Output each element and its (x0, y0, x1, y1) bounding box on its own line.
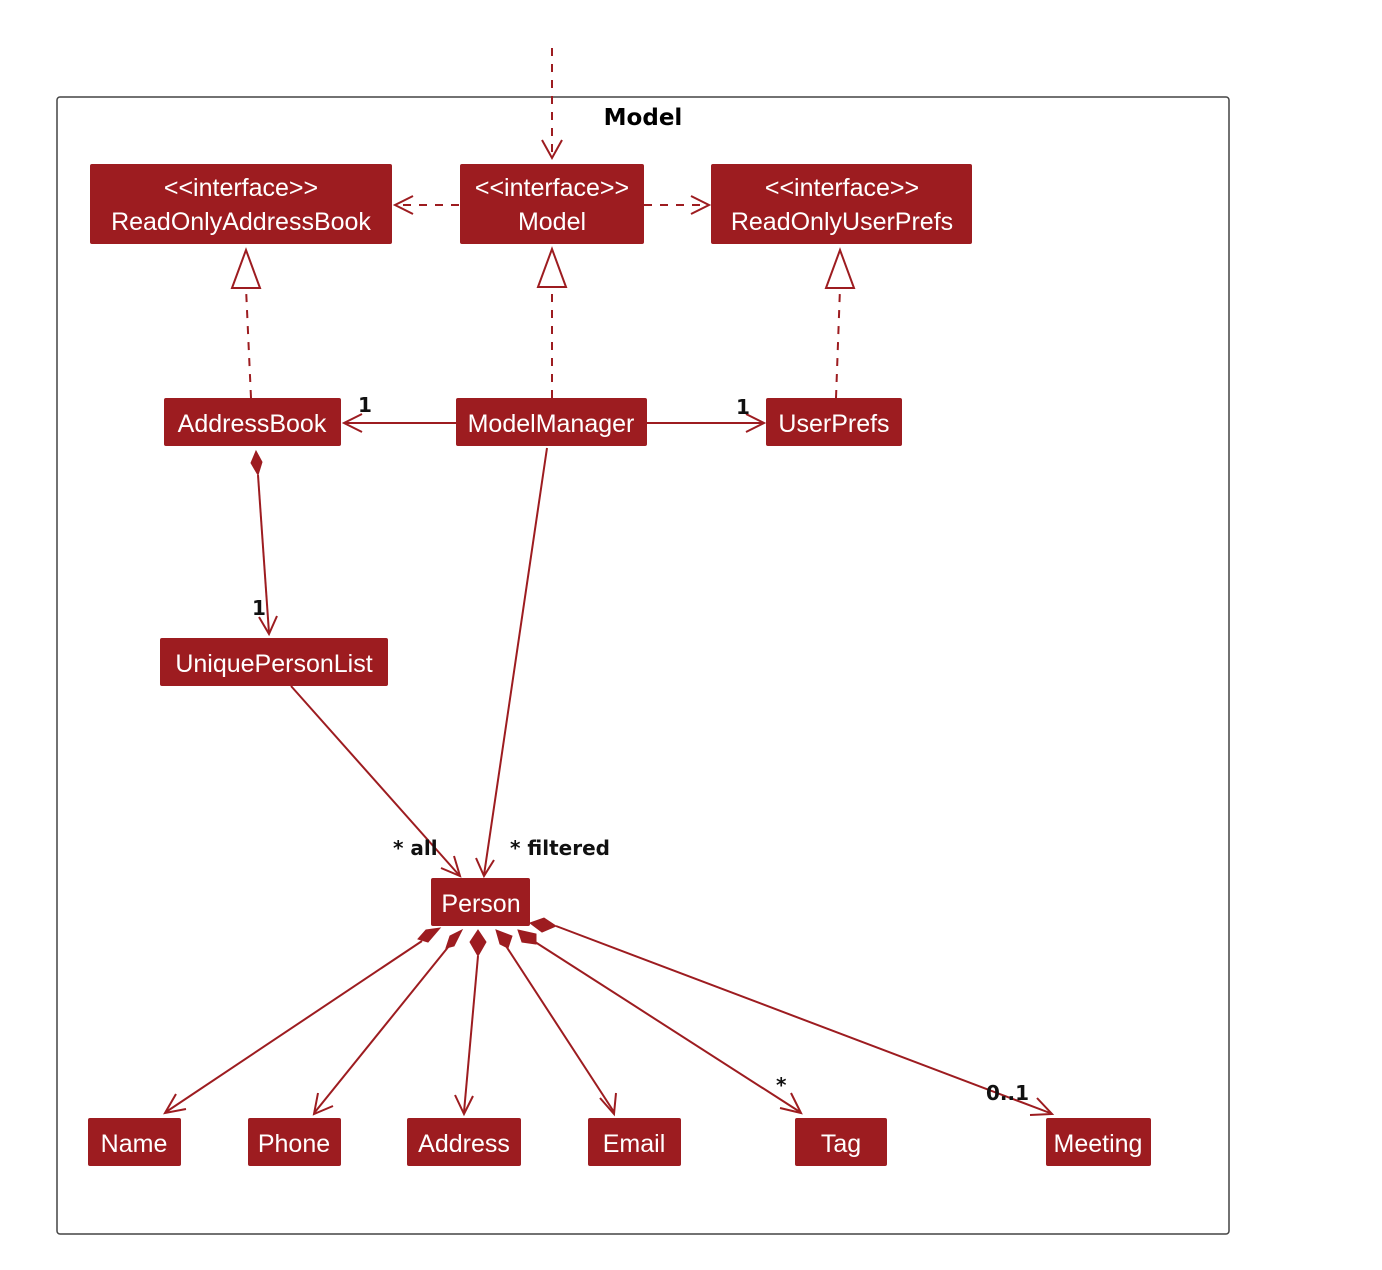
edge-modelmanager-to-addressbook (341, 413, 456, 433)
class-phone[interactable]: Phone (248, 1118, 341, 1166)
multiplicity-person-all: * all (393, 836, 438, 860)
class-readonlyuserprefs-stereotype: <<interface>> (765, 174, 919, 202)
class-userprefs[interactable]: UserPrefs (766, 398, 902, 446)
edge-model-to-readonlyuserprefs (644, 195, 712, 215)
package-title: Model (604, 105, 683, 131)
multiplicity-uniquepersonlist: 1 (252, 596, 266, 620)
class-readonlyaddressbook-name: ReadOnlyAddressBook (111, 208, 371, 236)
class-address[interactable]: Address (407, 1118, 521, 1166)
class-model-name: Model (518, 208, 586, 236)
class-meeting[interactable]: Meeting (1046, 1118, 1151, 1166)
multiplicity-addressbook: 1 (358, 393, 372, 417)
class-name[interactable]: Name (88, 1118, 181, 1166)
edge-addressbook-composes-uniquepersonlist (250, 449, 278, 637)
edge-person-composes-phone (312, 928, 464, 1116)
class-addressbook[interactable]: AddressBook (164, 398, 341, 446)
class-person-name: Person (441, 890, 520, 918)
class-meeting-name: Meeting (1054, 1130, 1143, 1158)
multiplicity-tag: * (776, 1073, 787, 1097)
edge-person-composes-tag (517, 929, 803, 1115)
class-phone-name: Phone (258, 1130, 330, 1158)
class-person[interactable]: Person (431, 878, 530, 926)
edge-uniquepersonlist-to-person (290, 685, 462, 878)
edge-person-composes-address (454, 929, 487, 1117)
class-uniquepersonlist-name: UniquePersonList (175, 650, 372, 678)
package-frame (56, 96, 1230, 1235)
edge-model-to-readonlyaddressbook (392, 195, 459, 215)
class-tag-name: Tag (821, 1130, 861, 1158)
class-readonlyaddressbook[interactable]: <<interface>> ReadOnlyAddressBook (90, 164, 392, 244)
class-email-name: Email (603, 1130, 666, 1158)
class-userprefs-name: UserPrefs (778, 410, 889, 438)
class-readonlyaddressbook-stereotype: <<interface>> (164, 174, 318, 202)
class-addressbook-name: AddressBook (178, 410, 327, 438)
edge-person-composes-name (163, 927, 442, 1115)
edge-external-to-model (541, 48, 563, 161)
class-address-name: Address (418, 1130, 510, 1158)
class-model[interactable]: <<interface>> Model (460, 164, 644, 244)
edge-modelmanager-realizes (536, 246, 568, 398)
edge-person-composes-meeting (528, 917, 1055, 1116)
class-email[interactable]: Email (588, 1118, 681, 1166)
edge-addressbook-realizes (230, 247, 262, 399)
class-tag[interactable]: Tag (795, 1118, 887, 1166)
class-model-stereotype: <<interface>> (475, 174, 629, 202)
edge-modelmanager-to-userprefs (647, 413, 767, 433)
multiplicity-person-filtered: * filtered (510, 836, 610, 860)
edge-person-composes-email (495, 929, 617, 1117)
edge-modelmanager-to-person (475, 447, 548, 879)
multiplicity-userprefs: 1 (736, 395, 750, 419)
class-readonlyuserprefs-name: ReadOnlyUserPrefs (731, 208, 953, 236)
class-uniquepersonlist[interactable]: UniquePersonList (160, 638, 388, 686)
class-modelmanager[interactable]: ModelManager (456, 398, 647, 446)
multiplicity-meeting: 0..1 (986, 1081, 1029, 1105)
edge-userprefs-realizes (824, 247, 856, 399)
class-readonlyuserprefs[interactable]: <<interface>> ReadOnlyUserPrefs (711, 164, 972, 244)
class-name-name: Name (101, 1130, 168, 1158)
class-modelmanager-name: ModelManager (468, 410, 635, 438)
